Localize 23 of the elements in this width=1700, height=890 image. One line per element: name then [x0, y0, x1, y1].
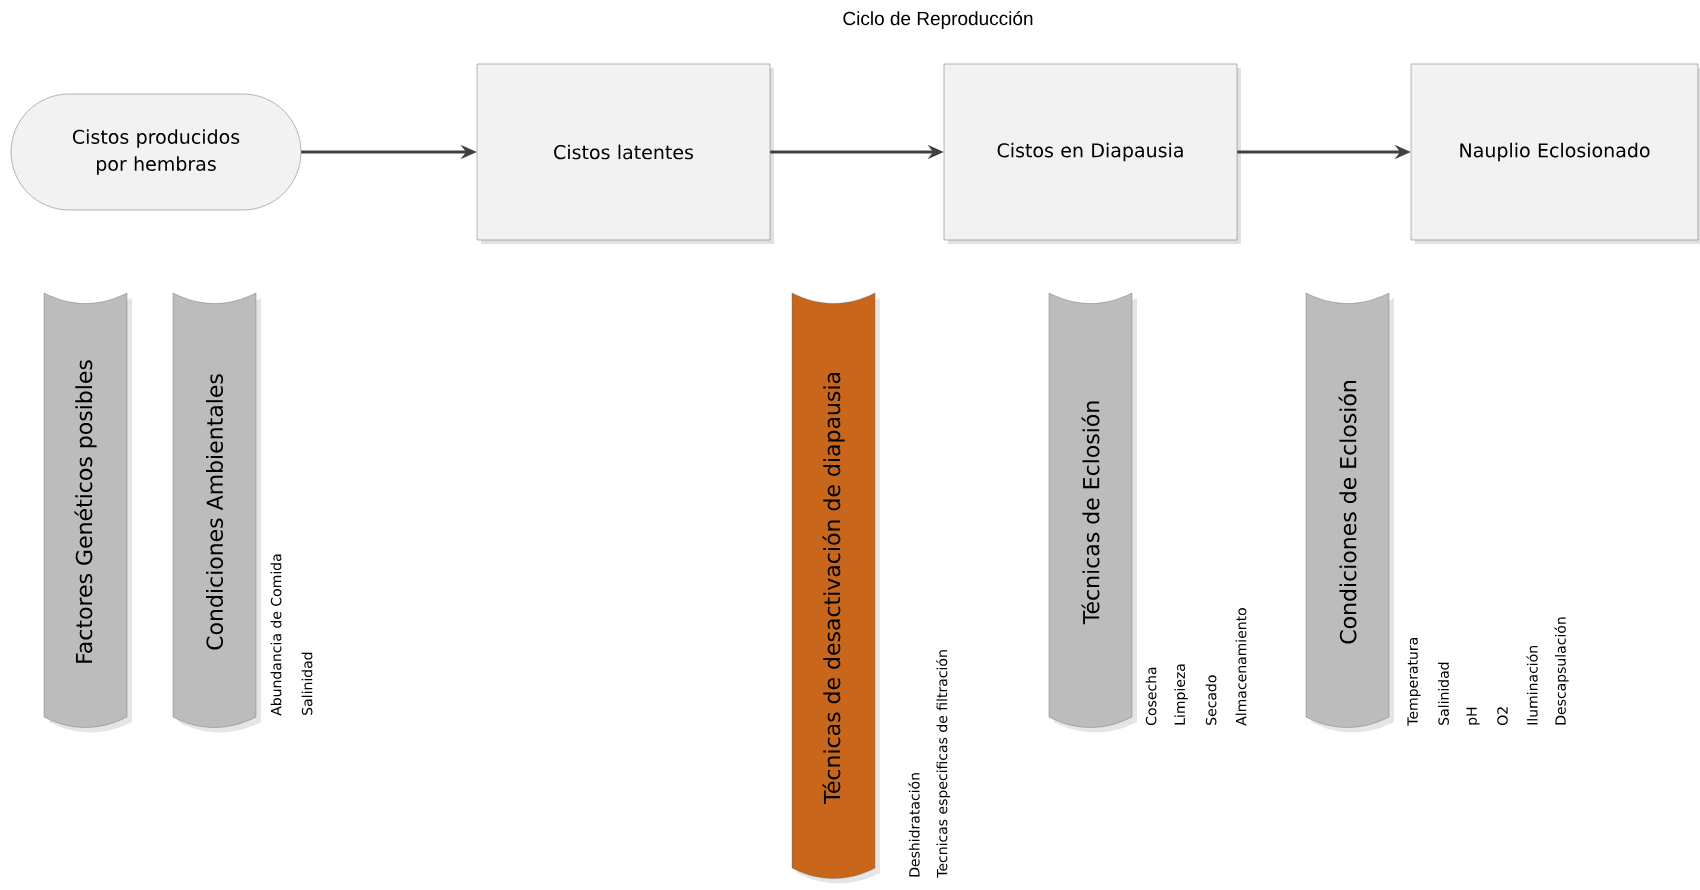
process-box: Cistos latentes: [476, 63, 774, 244]
process-box: Cistos en Diapausia: [943, 63, 1241, 244]
list-item: Temperatura: [1407, 638, 1421, 726]
list-item: Secado: [1205, 675, 1217, 725]
banner: Técnicas de desactivación de diapausia: [791, 292, 880, 884]
list-item: pH: [1466, 707, 1480, 725]
list-item: Descapsulación: [1554, 617, 1569, 725]
process-box: Nauplio Eclosionado: [1410, 63, 1700, 244]
list-item: O2: [1497, 707, 1508, 725]
banner: Factores Genéticos posibles: [43, 292, 132, 733]
list-item: Deshidratación: [908, 773, 920, 877]
list-item: Salinidad: [301, 652, 313, 715]
list-item: Iluminación: [1526, 646, 1538, 725]
banner: Condiciones de Eclosión: [1305, 292, 1394, 733]
list-item: Almacenamiento: [1235, 608, 1247, 726]
title: Ciclo de Reproducción: [843, 11, 1033, 29]
list-item: Abundancia de Comida: [270, 554, 282, 716]
list-item: Salinidad: [1438, 662, 1449, 725]
list-item: Cosecha: [1145, 667, 1157, 725]
list-item: Limpieza: [1174, 664, 1188, 725]
banner: Condiciones Ambientales: [172, 292, 261, 733]
list-item: Tecnicas especificas de filtración: [935, 650, 951, 878]
banner: Técnicas de Eclosión: [1048, 292, 1137, 733]
